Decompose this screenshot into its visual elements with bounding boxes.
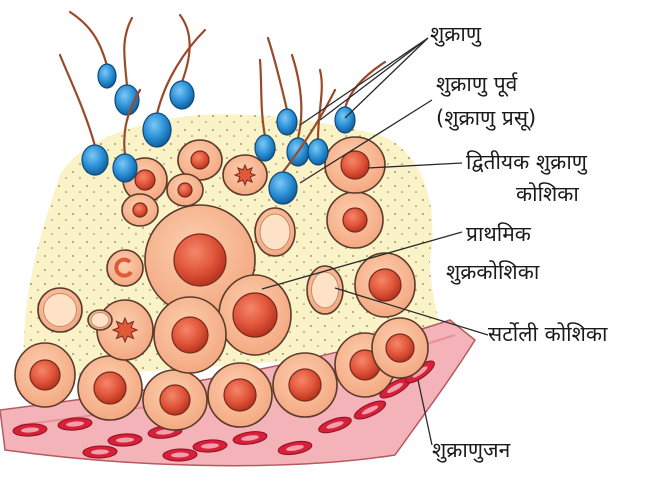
dividing-nucleus	[113, 318, 137, 342]
label-spermatogonia: शुक्राणुजन	[432, 438, 510, 462]
sertoli-nucleus	[91, 313, 109, 328]
sperm-head	[98, 64, 116, 88]
sperm-head	[255, 135, 275, 161]
label-spermatid-line1: शुक्राणु पूर्व	[436, 72, 517, 96]
nucleus	[133, 203, 147, 217]
nucleus	[94, 372, 126, 404]
nucleus	[289, 369, 321, 401]
sertoli-nucleus	[260, 214, 290, 250]
nucleus	[191, 151, 209, 169]
sperm-head	[170, 81, 194, 109]
nucleus	[369, 269, 401, 301]
dividing-nucleus	[235, 165, 255, 185]
label-sperm: शुक्राणु	[430, 22, 481, 46]
nucleus	[135, 170, 155, 190]
sperm-head	[113, 154, 137, 182]
nucleus	[30, 360, 60, 390]
sperm-tail	[124, 18, 132, 86]
label-sertoli: सर्टोली कोशिका	[488, 322, 607, 346]
nucleus	[178, 183, 192, 197]
label-secondary-line1: द्वितीयक शुक्राणु	[466, 150, 587, 174]
sperm-tail	[60, 55, 95, 146]
label-primary-line2: शुक्रकोशिका	[446, 260, 539, 284]
sperm-tail	[70, 12, 107, 66]
label-spermatid-line2: (शुक्राणु प्रसू)	[436, 106, 536, 130]
sperm-head	[143, 113, 171, 147]
nucleus	[386, 334, 414, 362]
nucleus	[233, 293, 277, 337]
nucleus	[172, 317, 208, 353]
nucleus	[224, 379, 256, 411]
sertoli-nucleus	[312, 272, 339, 308]
sperm-head	[277, 109, 297, 135]
sperm-tail	[268, 38, 287, 110]
sperm-head	[269, 172, 297, 204]
germ-cell	[107, 250, 143, 286]
sperm-head	[82, 145, 108, 175]
sertoli-nucleus	[44, 294, 77, 327]
label-primary-line1: प्राथमिक	[466, 222, 531, 246]
sperm-head	[308, 139, 328, 165]
nucleus	[343, 208, 367, 232]
nucleus	[160, 385, 190, 415]
label-secondary-line2: कोशिका	[516, 182, 579, 206]
nucleus	[174, 234, 226, 286]
